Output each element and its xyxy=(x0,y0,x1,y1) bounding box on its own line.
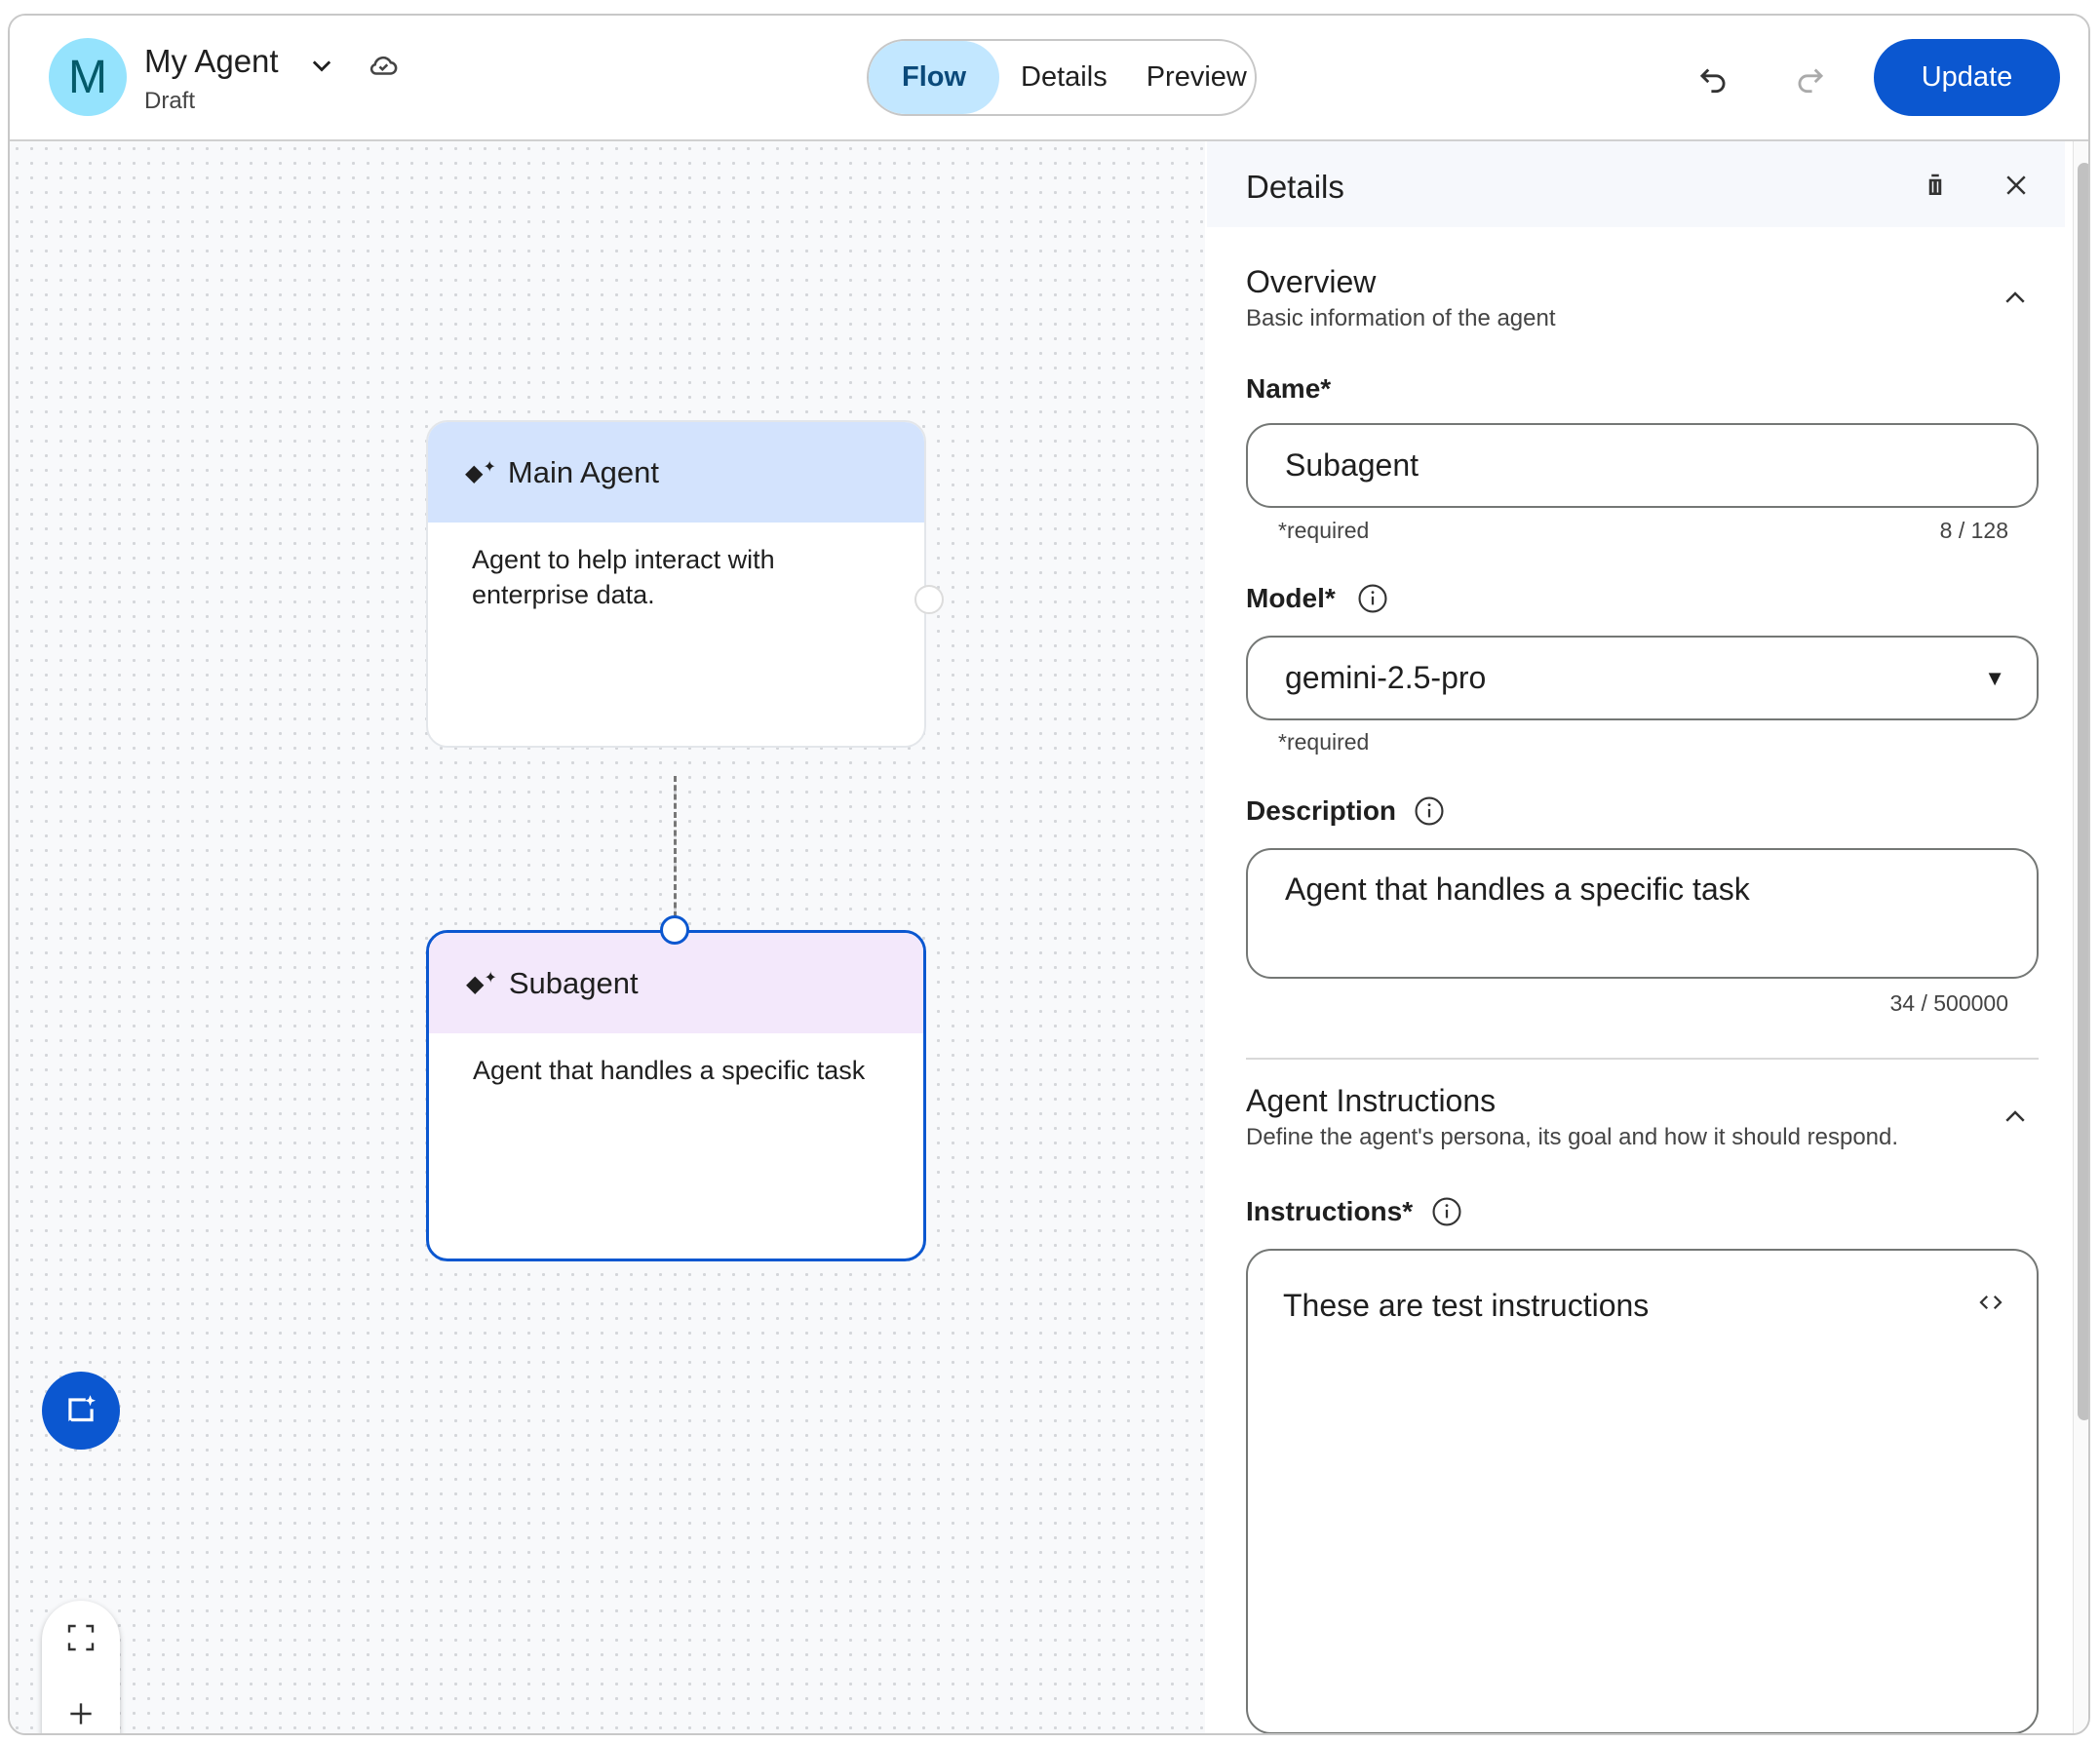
overview-subtitle: Basic information of the agent xyxy=(1246,305,1556,331)
chat-spark-icon xyxy=(68,1395,97,1422)
tab-flow[interactable]: Flow xyxy=(869,41,1000,114)
model-value: gemini-2.5-pro xyxy=(1285,660,1487,695)
input-port[interactable] xyxy=(660,915,689,945)
overview-title: Overview xyxy=(1246,264,1377,299)
section-divider xyxy=(1246,1058,2039,1060)
view-tabs: Flow Details Preview xyxy=(867,39,1257,116)
connector-line xyxy=(674,776,677,926)
instructions-label: Instructions* xyxy=(1246,1196,1414,1226)
agent-status: Draft xyxy=(144,88,196,114)
agent-name: My Agent xyxy=(144,43,279,79)
details-panel: Details Overview Basic information of th… xyxy=(1207,141,2065,1733)
zoom-in-icon[interactable] xyxy=(65,1698,97,1729)
description-label: Description xyxy=(1246,795,1397,826)
update-button[interactable]: Update xyxy=(1874,39,2060,116)
chevron-down-icon[interactable] xyxy=(308,53,335,80)
cloud-saved-icon xyxy=(367,49,400,82)
name-input[interactable]: Subagent xyxy=(1246,423,2039,508)
delete-icon[interactable] xyxy=(1921,171,1950,200)
code-icon[interactable] xyxy=(1976,1288,2005,1317)
node-main-agent[interactable]: ◆✦ Main Agent Agent to help interact wit… xyxy=(426,420,926,748)
tab-preview[interactable]: Preview xyxy=(1146,61,1247,93)
node-title: Main Agent xyxy=(507,454,659,489)
panel-header: Details xyxy=(1207,141,2065,227)
name-hint: *required xyxy=(1278,518,1370,543)
description-count: 34 / 500000 xyxy=(1889,990,2008,1016)
fit-screen-icon[interactable] xyxy=(65,1622,97,1653)
output-port[interactable] xyxy=(914,585,944,614)
panel-title: Details xyxy=(1246,169,1344,205)
name-count: 8 / 128 xyxy=(1939,518,2008,543)
node-header: ◆✦ Subagent xyxy=(429,933,923,1033)
instructions-section-subtitle: Define the agent's persona, its goal and… xyxy=(1246,1124,1899,1150)
info-icon[interactable] xyxy=(1413,794,1446,828)
info-icon[interactable] xyxy=(1430,1195,1463,1228)
zoom-controls xyxy=(42,1601,120,1733)
chevron-up-icon[interactable] xyxy=(2001,284,2030,313)
model-label: Model* xyxy=(1246,583,1336,613)
flow-canvas[interactable]: ◆✦ Main Agent Agent to help interact wit… xyxy=(10,141,1205,1733)
model-select[interactable]: gemini-2.5-pro ▼ xyxy=(1246,636,2039,720)
node-description: Agent that handles a specific task xyxy=(473,1056,866,1085)
close-icon[interactable] xyxy=(2002,171,2031,200)
name-label: Name* xyxy=(1246,373,1332,404)
node-title: Subagent xyxy=(508,965,639,1000)
instructions-value: These are test instructions xyxy=(1283,1288,1650,1323)
node-header: ◆✦ Main Agent xyxy=(428,422,924,523)
node-description: Agent to help interact with enterprise d… xyxy=(472,545,775,609)
instructions-textarea[interactable]: These are test instructions xyxy=(1246,1249,2039,1733)
dropdown-arrow-icon: ▼ xyxy=(1984,666,2005,690)
description-textarea[interactable]: Agent that handles a specific task xyxy=(1246,848,2039,979)
info-icon[interactable] xyxy=(1356,582,1389,615)
redo-icon[interactable] xyxy=(1792,60,1829,97)
model-hint: *required xyxy=(1278,729,1370,755)
undo-icon[interactable] xyxy=(1694,60,1731,97)
instructions-section-title: Agent Instructions xyxy=(1246,1083,1497,1118)
node-subagent[interactable]: ◆✦ Subagent Agent that handles a specifi… xyxy=(426,930,926,1261)
scrollbar[interactable] xyxy=(2073,141,2088,1733)
ai-chat-button[interactable] xyxy=(42,1372,120,1450)
tab-details[interactable]: Details xyxy=(1021,61,1108,93)
sparkle-icon: ◆✦ xyxy=(466,970,497,997)
avatar[interactable]: M xyxy=(49,38,127,116)
chevron-up-icon[interactable] xyxy=(2001,1103,2030,1132)
top-bar: M My Agent Draft Flow Details Preview Up… xyxy=(10,16,2088,141)
app-window: M My Agent Draft Flow Details Preview Up… xyxy=(8,14,2090,1735)
sparkle-icon: ◆✦ xyxy=(465,459,496,486)
scrollbar-thumb[interactable] xyxy=(2078,163,2088,1420)
